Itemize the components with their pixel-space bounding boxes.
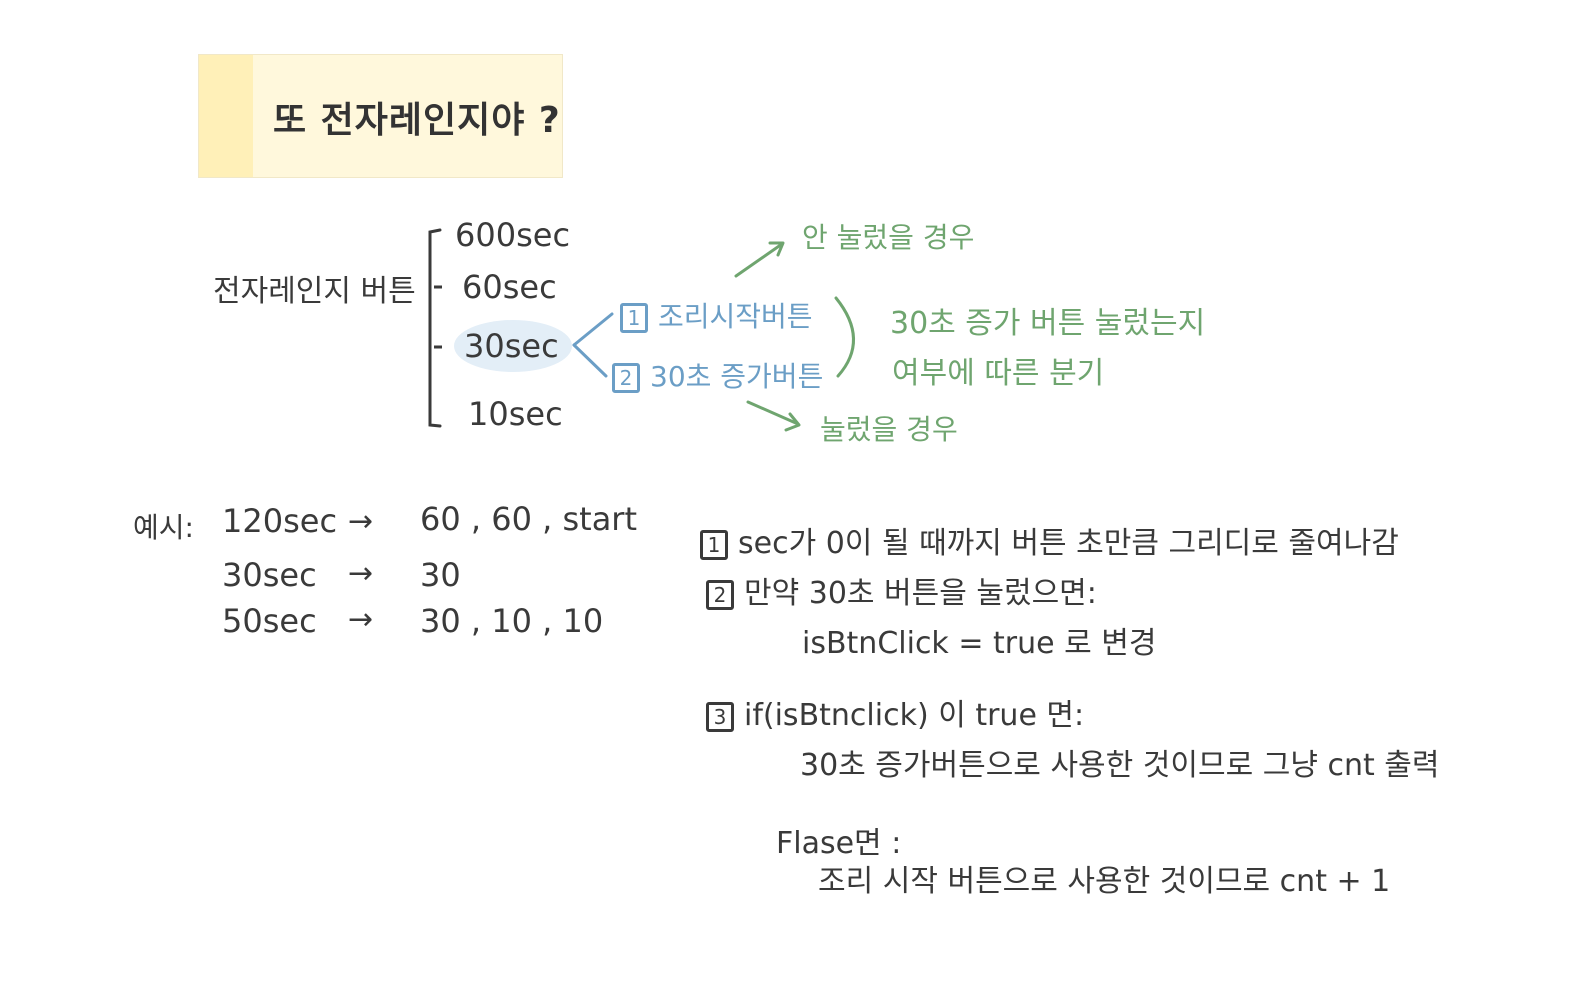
pressed-label: 눌렀을 경우 xyxy=(820,413,958,446)
branch-60sec: 60sec xyxy=(462,268,557,306)
highlight-30sec xyxy=(454,320,572,372)
step-3: 3 if(isBtnclick) 이 true 면: xyxy=(706,690,1084,734)
branch-note-line1: 30초 증가 버튼 눌렀는지 xyxy=(890,306,1206,341)
option-label-1: 조리시작버튼 xyxy=(658,300,813,333)
option-add-30: 2 30초 증가버튼 xyxy=(612,355,823,395)
branch-note-line2: 여부에 따른 분기 xyxy=(892,356,1105,391)
example-output-3: 30 , 10 , 10 xyxy=(420,602,604,640)
example-input-1: 120sec xyxy=(222,502,338,540)
false-sub: 조리 시작 버튼으로 사용한 것이므로 cnt + 1 xyxy=(818,864,1391,899)
sticky-stripe xyxy=(199,55,253,177)
not-pressed-label: 안 눌렀을 경우 xyxy=(802,221,975,254)
example-output-1: 60 , 60 , start xyxy=(420,500,637,538)
step-1-text: sec가 0이 될 때까지 버튼 초만큼 그리디로 줄여나감 xyxy=(738,526,1399,561)
example-arrow-3: → xyxy=(348,602,374,637)
step-1: 1 sec가 0이 될 때까지 버튼 초만큼 그리디로 줄여나감 xyxy=(700,518,1399,562)
option-num-1: 1 xyxy=(620,303,648,333)
example-arrow-2: → xyxy=(348,556,374,591)
root-label: 전자레인지 버튼 xyxy=(213,274,416,309)
step-2: 2 만약 30초 버튼을 눌렀으면: xyxy=(706,568,1097,612)
step-num-3: 3 xyxy=(706,701,734,732)
example-input-2: 30sec xyxy=(222,556,317,594)
option-num-2: 2 xyxy=(612,363,640,393)
title-sticky-note: 또 전자레인지야 ? xyxy=(198,54,563,178)
example-arrow-1: → xyxy=(348,504,374,539)
example-input-3: 50sec xyxy=(222,602,317,640)
step-num-1: 1 xyxy=(700,529,728,560)
examples-prefix: 예시: xyxy=(133,511,194,544)
branch-30sec: 30sec xyxy=(464,327,559,365)
branch-10sec: 10sec xyxy=(468,395,563,433)
false-label: Flase면 : xyxy=(776,826,902,861)
option-cook-start: 1 조리시작버튼 xyxy=(620,295,813,335)
branch-600sec: 600sec xyxy=(455,216,571,254)
step-num-2: 2 xyxy=(706,579,734,610)
option-label-2: 30초 증가버튼 xyxy=(650,360,824,393)
example-output-2: 30 xyxy=(420,556,461,594)
page-title: 또 전자레인지야 ? xyxy=(273,100,561,141)
step-3-sub: 30초 증가버튼으로 사용한 것이므로 그냥 cnt 출력 xyxy=(800,748,1440,783)
step-2-text: 만약 30초 버튼을 눌렀으면: xyxy=(744,576,1097,611)
step-3-text: if(isBtnclick) 이 true 면: xyxy=(744,698,1085,733)
step-2-sub: isBtnClick = true 로 변경 xyxy=(802,626,1157,661)
